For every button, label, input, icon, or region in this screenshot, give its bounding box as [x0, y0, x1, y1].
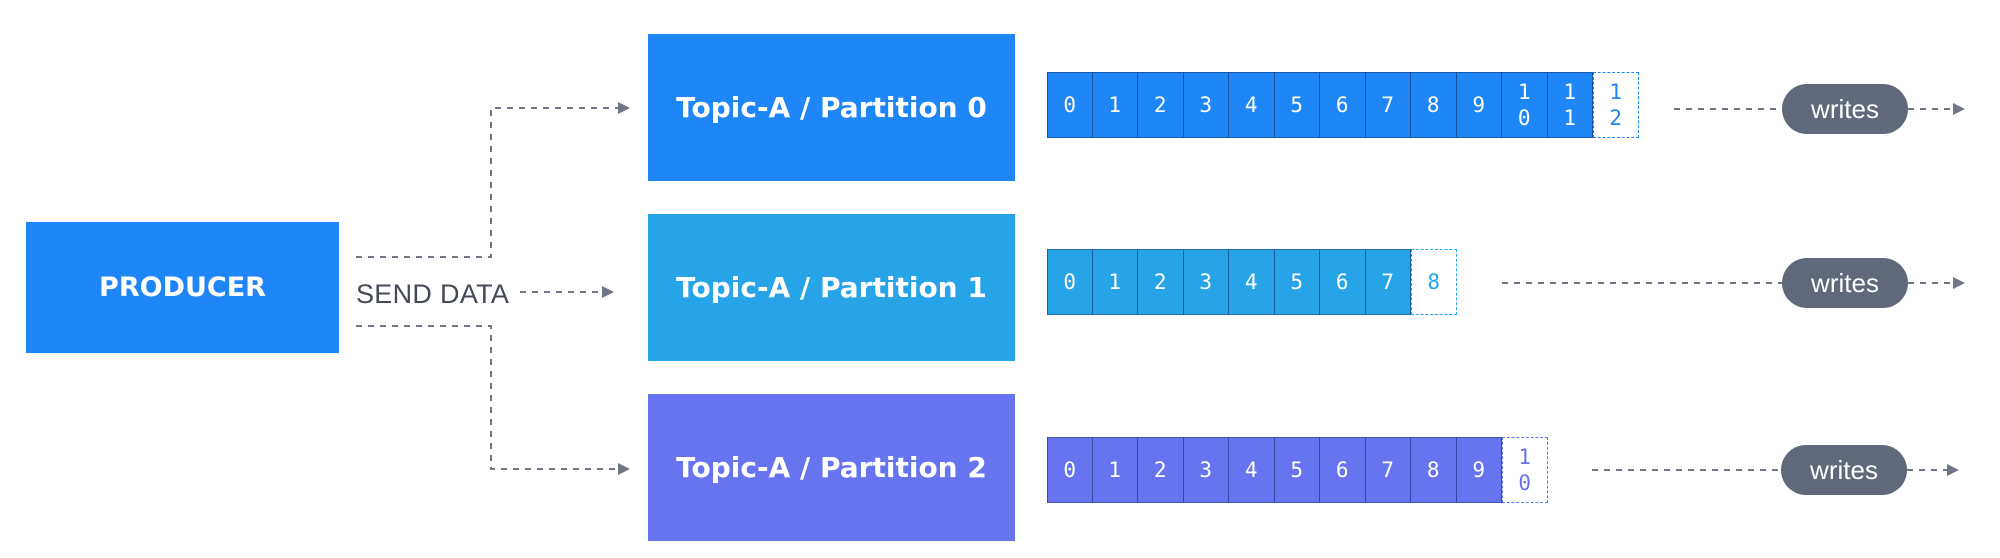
- offset-cell: 2: [1138, 437, 1184, 503]
- send-data-label: SEND DATA: [356, 279, 510, 309]
- offset-cell: 1: [1092, 437, 1138, 503]
- offset-cell: 4: [1229, 72, 1275, 138]
- writes-pill-partition-2: writes: [1781, 445, 1907, 495]
- arrowhead-partition-1: [602, 286, 614, 298]
- next-offset-cell: 1 2: [1593, 72, 1639, 138]
- offset-cell: 5: [1274, 249, 1320, 315]
- arrowhead-partition-0: [618, 102, 630, 114]
- arrowhead-partition-2: [618, 463, 630, 475]
- next-offset-cell: 1 0: [1502, 437, 1548, 503]
- producer-box: PRODUCER: [26, 222, 339, 353]
- offset-cell: 1: [1092, 72, 1138, 138]
- offset-cell: 0: [1047, 72, 1093, 138]
- offset-cell: 7: [1365, 437, 1411, 503]
- offset-cell: 1 1: [1547, 72, 1593, 138]
- writes-2-arrowhead: [1947, 464, 1959, 476]
- next-offset-cell: 8: [1411, 249, 1457, 315]
- offset-cell: 3: [1183, 437, 1229, 503]
- offset-cell: 5: [1274, 437, 1320, 503]
- offset-cell: 3: [1183, 72, 1229, 138]
- offset-cell: 4: [1229, 249, 1275, 315]
- writes-pill-partition-1: writes: [1782, 258, 1908, 308]
- offset-cell: 0: [1047, 437, 1093, 503]
- connector-to-partition-0: [356, 107, 620, 258]
- topic-partition-1-box: Topic-A / Partition 1: [648, 214, 1015, 361]
- topic-partition-0-box: Topic-A / Partition 0: [648, 34, 1015, 181]
- writes-0-arrowhead: [1953, 103, 1965, 115]
- offset-cell: 2: [1138, 72, 1184, 138]
- offset-cell: 0: [1047, 249, 1093, 315]
- offset-cell: 3: [1183, 249, 1229, 315]
- topic-partition-2-box: Topic-A / Partition 2: [648, 394, 1015, 541]
- offset-cell: 9: [1456, 72, 1502, 138]
- offset-cell: 8: [1411, 437, 1457, 503]
- offset-cell: 5: [1274, 72, 1320, 138]
- offset-cell: 2: [1138, 249, 1184, 315]
- offset-cell: 1: [1092, 249, 1138, 315]
- connector-to-partition-2: [356, 325, 620, 470]
- offset-cell: 6: [1320, 72, 1366, 138]
- offset-cell: 7: [1365, 72, 1411, 138]
- offset-cell: 1 0: [1502, 72, 1548, 138]
- offset-cell: 6: [1320, 437, 1366, 503]
- offset-cell: 4: [1229, 437, 1275, 503]
- offset-cell: 6: [1320, 249, 1366, 315]
- writes-1-arrowhead: [1953, 277, 1965, 289]
- offset-cell: 9: [1456, 437, 1502, 503]
- writes-pill-partition-0: writes: [1782, 84, 1908, 134]
- offset-cell: 7: [1365, 249, 1411, 315]
- offset-cell: 8: [1411, 72, 1457, 138]
